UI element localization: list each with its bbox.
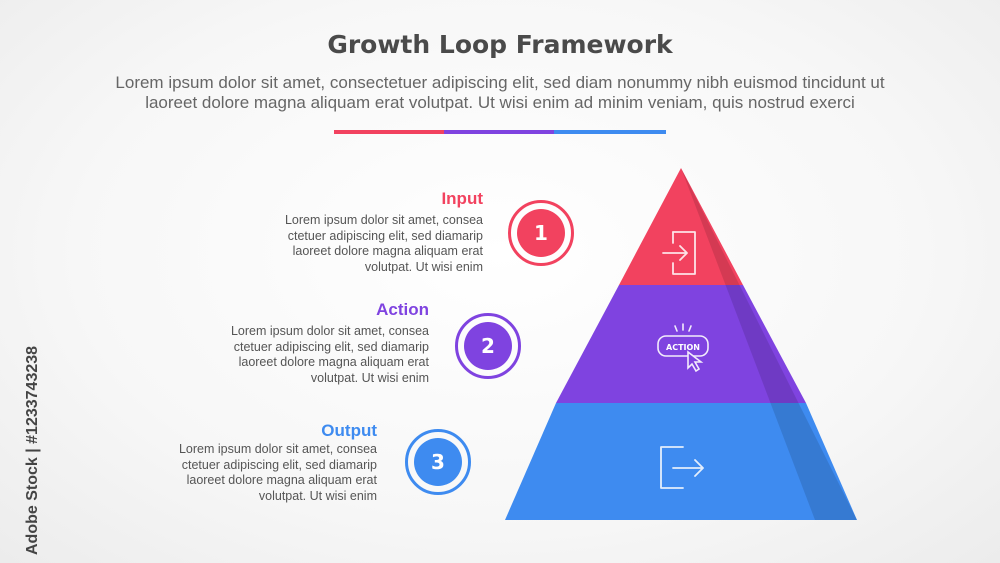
step-3-number: 3 [414,438,462,486]
divider-segment-output [554,130,666,134]
subtitle-line-2: laoreet dolore magna aliquam erat volutp… [145,93,855,112]
step-2-heading: Action [376,300,429,319]
step-2-number: 2 [464,322,512,370]
step-1-line: Lorem ipsum dolor sit amet, consea [284,213,483,227]
step-1-description: Lorem ipsum dolor sit amet, consea ctetu… [223,213,483,275]
pyramid-tier-input [619,168,743,285]
divider-segment-input [334,130,444,134]
pyramid-shadow [681,168,857,520]
step-3-description: Lorem ipsum dolor sit amet, consea ctetu… [117,442,377,504]
pyramid-diagram: ACTION [505,168,857,520]
step-3-heading: Output [321,421,377,440]
step-1-line: laoreet dolore magna aliquam erat [292,244,483,258]
pyramid-tier-action [556,285,806,403]
step-3-number-badge: 3 [405,429,471,495]
divider-segment-action [444,130,554,134]
step-1-number-badge: 1 [508,200,574,266]
step-2-line: ctetuer adipiscing elit, sed diamarip [233,339,429,354]
page-title: Growth Loop Framework [327,30,673,59]
page-subtitle: Lorem ipsum dolor sit amet, consectetuer… [60,73,940,113]
step-3-line: volutpat. Ut wisi enim [258,488,377,503]
action-icon-label: ACTION [666,343,700,352]
step-2-number-badge: 2 [455,313,521,379]
step-3-line: laoreet dolore magna aliquam erat [186,473,377,487]
action-click-icon [657,323,709,373]
step-2-description: Lorem ipsum dolor sit amet, consea ctetu… [169,324,429,386]
pyramid-tier-output [505,403,857,520]
subtitle-line-1: Lorem ipsum dolor sit amet, consectetuer… [115,73,885,92]
step-3-line: ctetuer adipiscing elit, sed diamarip [181,457,377,472]
step-2-line: Lorem ipsum dolor sit amet, consea [230,324,429,338]
step-1-number: 1 [517,209,565,257]
stock-watermark: Adobe Stock | #1233743238 [24,345,41,555]
step-2-line: volutpat. Ut wisi enim [310,370,429,385]
step-1-heading: Input [441,189,483,208]
step-1-line: volutpat. Ut wisi enim [364,259,483,274]
login-icon [662,231,696,275]
step-1-line: ctetuer adipiscing elit, sed diamarip [287,228,483,243]
step-2-line: laoreet dolore magna aliquam erat [238,355,429,369]
logout-icon [660,446,704,489]
step-3-line: Lorem ipsum dolor sit amet, consea [178,442,377,456]
